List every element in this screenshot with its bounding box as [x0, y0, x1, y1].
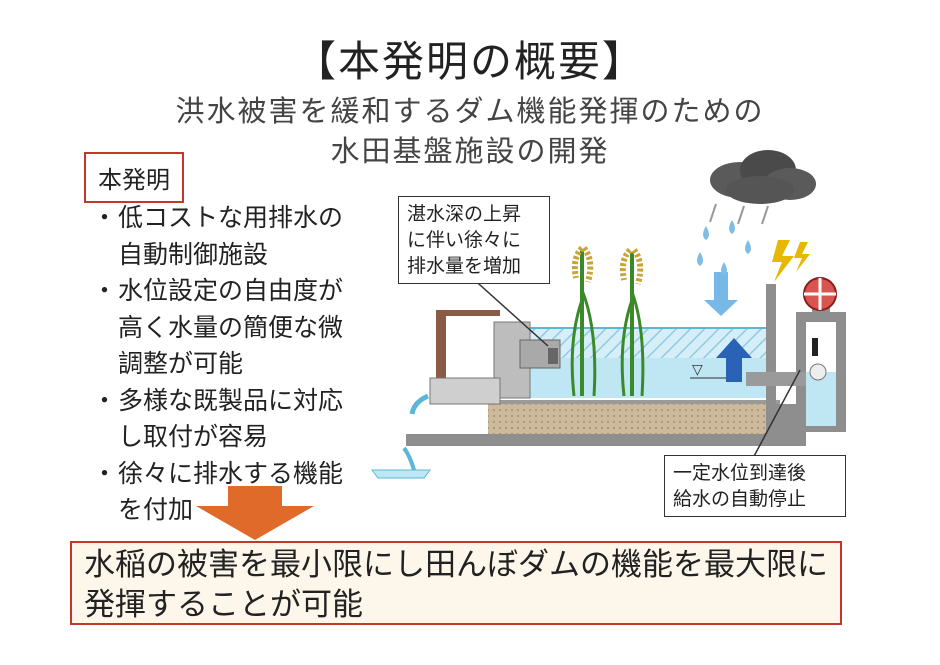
- bullet-2-line-1: 水位設定の自由度が: [118, 276, 344, 305]
- callout-drain-increase: 湛水深の上昇 に伴い徐々に 排水量を増加: [398, 196, 550, 284]
- subtitle-line-1: 洪水被害を緩和するダム機能発揮のための: [175, 94, 765, 128]
- bullet-list: ・ 低コストな用排水の 自動制御施設 ・ 水位設定の自由度が 高く水量の簡便な微…: [92, 200, 392, 529]
- ground: [406, 400, 806, 446]
- callout-top-line-3: 排水量を増加: [407, 255, 522, 277]
- callout-top-line-1: 湛水深の上昇: [407, 203, 522, 225]
- bullet-text: 徐々に排水する機能 を付加: [118, 456, 392, 529]
- bullet-3-line-2: し取付が容易: [118, 422, 269, 451]
- callout-top-leader: [469, 275, 549, 347]
- callout-auto-stop: 一定水位到達後 給水の自動停止: [664, 455, 846, 517]
- bullet-item-2: ・ 水位設定の自由度が 高く水量の簡便な微 調整が可能: [92, 273, 392, 383]
- section-label: 本発明: [84, 152, 184, 203]
- rain-down-arrow: [704, 272, 738, 316]
- result-down-arrow-icon: [196, 486, 314, 540]
- bullet-text: 多様な既製品に対応 し取付が容易: [118, 383, 392, 456]
- result-line-2: 発揮することが可能: [84, 587, 363, 623]
- callout-bottom-line-1: 一定水位到達後: [673, 462, 807, 484]
- callout-bottom-line-2: 給水の自動停止: [673, 488, 807, 510]
- result-box: 水稲の被害を最小限にし田んぼダムの機能を最大限に 発揮することが可能: [70, 541, 842, 625]
- bullet-mark: ・: [92, 203, 118, 232]
- result-line-1: 水稲の被害を最小限にし田んぼダムの機能を最大限に: [84, 547, 828, 583]
- left-embankment: [436, 310, 500, 400]
- water-level-symbol: ▽: [692, 362, 703, 378]
- bullet-2-line-2: 高く水量の簡便な微: [118, 312, 344, 342]
- bullet-1-line-2: 自動制御施設: [118, 239, 269, 269]
- bullet-4-line-1: 徐々に排水する機能: [118, 458, 344, 488]
- bullet-mark: ・: [92, 458, 118, 488]
- lightning-icon: [772, 240, 810, 282]
- rice-plant-1: [570, 245, 597, 397]
- bullet-1-line-1: 低コストな用排水の: [118, 203, 344, 232]
- bullet-item-4: ・ 徐々に排水する機能 を付加: [92, 456, 392, 529]
- subtitle-line-2: 水田基盤施設の開発: [330, 134, 610, 168]
- outflow-water: [371, 393, 431, 479]
- bullet-2-line-3: 調整が可能: [118, 349, 244, 378]
- bullet-item-3: ・ 多様な既製品に対応 し取付が容易: [92, 383, 392, 456]
- page-title: 【本発明の概要】: [293, 37, 646, 86]
- bullet-4-line-2: を付加: [118, 495, 194, 524]
- drain-control-box: [429, 321, 561, 405]
- rain-cloud-icon: [710, 150, 816, 204]
- bullet-item-1: ・ 低コストな用排水の 自動制御施設: [92, 200, 392, 273]
- bullet-3-line-1: 多様な既製品に対応: [118, 385, 344, 415]
- bullet-mark: ・: [92, 276, 118, 305]
- bullet-mark: ・: [92, 385, 118, 415]
- bullet-text: 水位設定の自由度が 高く水量の簡便な微 調整が可能: [118, 273, 392, 383]
- callout-top-line-2: に伴い徐々に: [407, 229, 522, 251]
- bullet-text: 低コストな用排水の 自動制御施設: [118, 200, 392, 273]
- raindrops: [697, 203, 769, 276]
- supply-structure: [746, 277, 846, 444]
- callout-bottom-leader: [751, 369, 801, 461]
- rice-plant-2: [619, 247, 645, 397]
- water-rise-arrow: [716, 338, 752, 382]
